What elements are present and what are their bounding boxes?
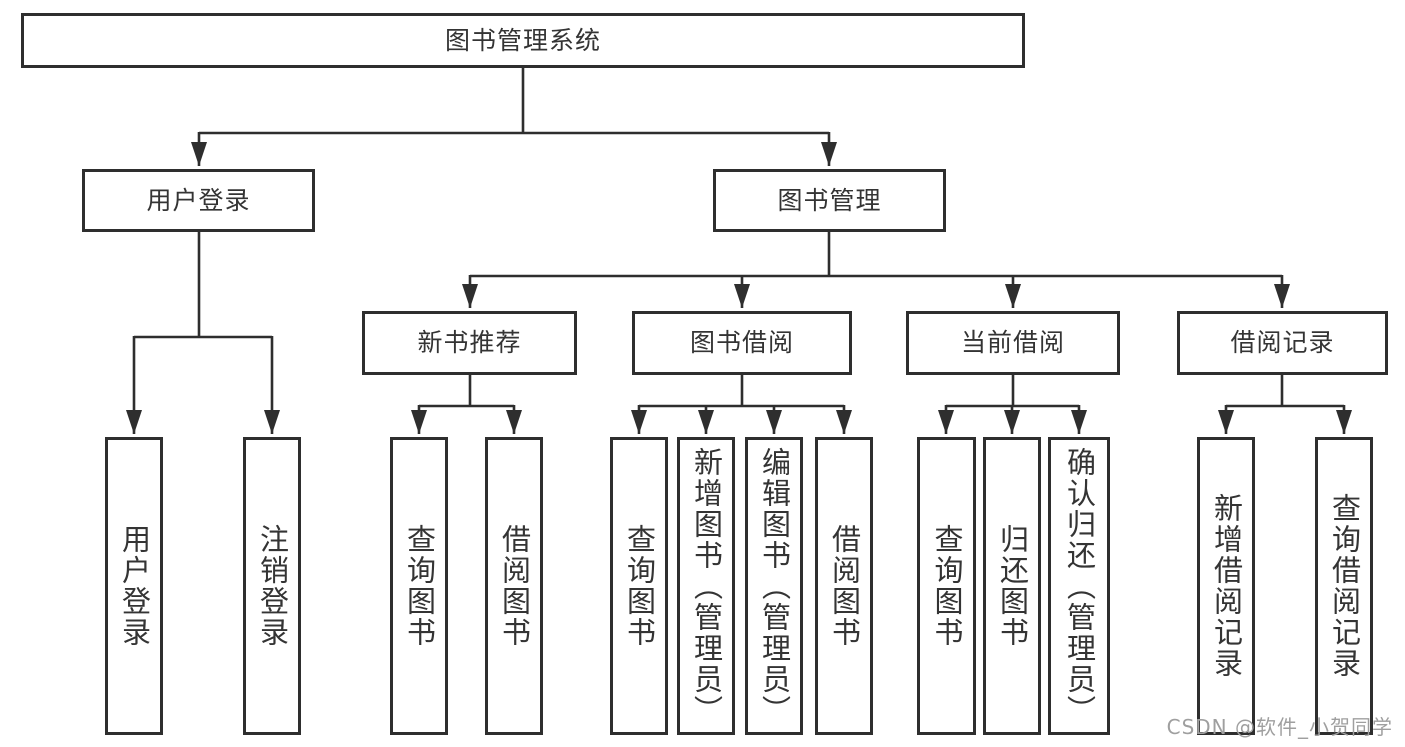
node-label: 新书推荐 — [417, 328, 522, 357]
node-label: 查询图书 — [622, 524, 657, 648]
node-label: 当前借阅 — [960, 328, 1065, 357]
node-label: 确认归还（管理员） — [1062, 446, 1097, 726]
node-current-borrow: 当前借阅 — [906, 311, 1120, 375]
leaf-record-add: 新增借阅记录 — [1197, 437, 1255, 735]
leaf-borrow-add-admin: 新增图书（管理员） — [677, 437, 735, 735]
node-label: 归还图书 — [995, 524, 1030, 648]
node-label: 借阅图书 — [827, 524, 862, 648]
node-label: 查询图书 — [930, 524, 964, 648]
leaf-borrow-query: 查询图书 — [610, 437, 668, 735]
node-root-system: 图书管理系统 — [21, 13, 1025, 68]
node-book-management: 图书管理 — [713, 169, 946, 232]
node-label: 借阅记录 — [1230, 328, 1335, 357]
node-user-login-group: 用户登录 — [82, 169, 315, 232]
node-new-book-recommend: 新书推荐 — [362, 311, 577, 375]
node-label: 图书管理系统 — [444, 25, 601, 55]
leaf-borrow-book: 借阅图书 — [815, 437, 873, 735]
leaf-user-login: 用户登录 — [105, 437, 163, 735]
node-label: 注销登录 — [255, 524, 290, 648]
leaf-borrow-edit-admin: 编辑图书（管理员） — [745, 437, 803, 735]
node-label: 新增借阅记录 — [1209, 493, 1244, 679]
node-label: 用户登录 — [117, 524, 152, 648]
leaf-logout: 注销登录 — [243, 437, 301, 735]
node-borrow-records: 借阅记录 — [1177, 311, 1388, 375]
leaf-record-query: 查询借阅记录 — [1315, 437, 1373, 735]
leaf-current-query: 查询图书 — [917, 437, 976, 735]
leaf-current-confirm-admin: 确认归还（管理员） — [1048, 437, 1110, 735]
node-label: 编辑图书（管理员） — [757, 446, 792, 726]
node-label: 图书管理 — [777, 185, 882, 215]
leaf-newbook-borrow: 借阅图书 — [485, 437, 543, 735]
leaf-newbook-query: 查询图书 — [390, 437, 448, 735]
node-label: 用户登录 — [146, 185, 251, 215]
node-label: 借阅图书 — [497, 524, 532, 648]
node-label: 查询图书 — [402, 524, 437, 648]
node-label: 查询借阅记录 — [1327, 493, 1362, 679]
node-label: 新增图书（管理员） — [689, 446, 724, 726]
node-book-borrow: 图书借阅 — [632, 311, 852, 375]
csdn-watermark: CSDN @软件_小贺同学 — [1166, 715, 1393, 739]
leaf-current-return: 归还图书 — [983, 437, 1041, 735]
node-label: 图书借阅 — [689, 328, 794, 357]
